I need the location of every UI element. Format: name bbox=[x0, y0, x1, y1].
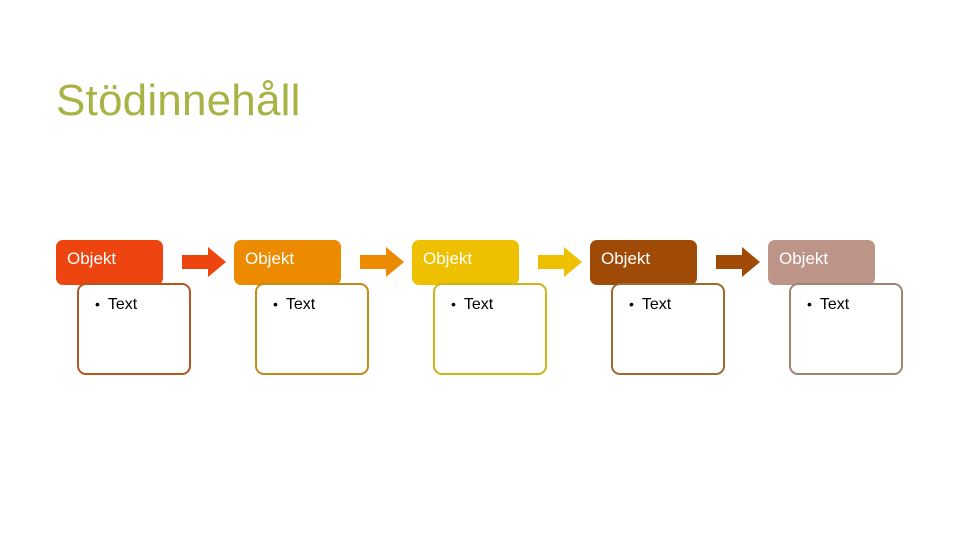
list-item-label: Text bbox=[641, 296, 672, 313]
process-chain: Objekt • Text Objekt • Text Objekt • Text Objekt •… bbox=[56, 240, 916, 390]
process-step[interactable]: Objekt • Text bbox=[56, 240, 234, 390]
list-item-label: Text bbox=[819, 296, 850, 313]
step-body[interactable]: • Text bbox=[255, 283, 369, 375]
process-step[interactable]: Objekt • Text bbox=[768, 240, 946, 390]
step-body[interactable]: • Text bbox=[433, 283, 547, 375]
list-item: • Text bbox=[619, 294, 717, 315]
step-header[interactable]: Objekt bbox=[234, 240, 341, 285]
step-body[interactable]: • Text bbox=[611, 283, 725, 375]
bullet-icon: • bbox=[95, 296, 100, 312]
step-header[interactable]: Objekt bbox=[768, 240, 875, 285]
step-header-label: Objekt bbox=[245, 249, 295, 268]
step-body[interactable]: • Text bbox=[789, 283, 903, 375]
bullet-icon: • bbox=[807, 296, 812, 312]
arrow-right-icon bbox=[536, 245, 584, 279]
step-header-label: Objekt bbox=[67, 249, 117, 268]
step-header-label: Objekt bbox=[601, 249, 651, 268]
process-step[interactable]: Objekt • Text bbox=[590, 240, 768, 390]
step-header[interactable]: Objekt bbox=[56, 240, 163, 285]
process-step[interactable]: Objekt • Text bbox=[234, 240, 412, 390]
list-item-label: Text bbox=[107, 296, 138, 313]
list-item: • Text bbox=[441, 294, 539, 315]
arrow-right-icon bbox=[358, 245, 406, 279]
list-item: • Text bbox=[263, 294, 361, 315]
list-item: • Text bbox=[797, 294, 895, 315]
page-title: Stödinnehåll bbox=[56, 76, 301, 125]
step-header-label: Objekt bbox=[423, 249, 473, 268]
bullet-icon: • bbox=[629, 296, 634, 312]
list-item-label: Text bbox=[463, 296, 494, 313]
list-item-label: Text bbox=[285, 296, 316, 313]
step-body[interactable]: • Text bbox=[77, 283, 191, 375]
step-header[interactable]: Objekt bbox=[590, 240, 697, 285]
arrow-right-icon bbox=[714, 245, 762, 279]
bullet-icon: • bbox=[451, 296, 456, 312]
process-step[interactable]: Objekt • Text bbox=[412, 240, 590, 390]
list-item: • Text bbox=[85, 294, 183, 315]
arrow-right-icon bbox=[180, 245, 228, 279]
step-header-label: Objekt bbox=[779, 249, 829, 268]
step-header[interactable]: Objekt bbox=[412, 240, 519, 285]
bullet-icon: • bbox=[273, 296, 278, 312]
